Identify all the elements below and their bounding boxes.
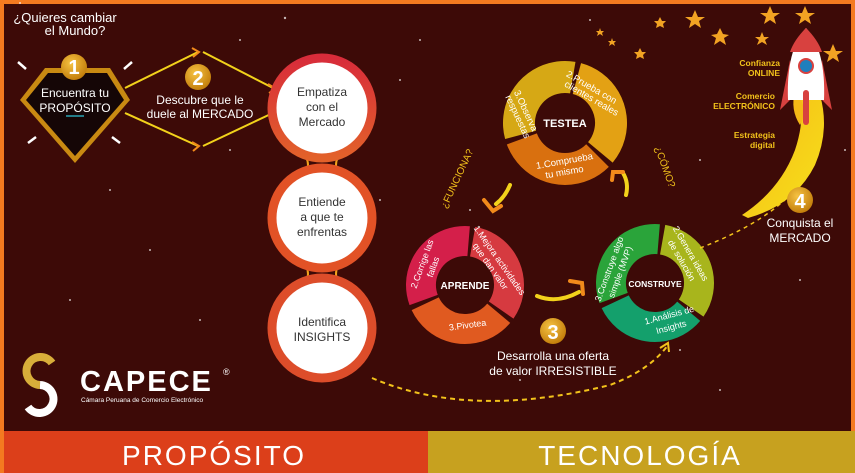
circle1-line2: con el (306, 100, 338, 114)
construye-label: CONSTRUYE (628, 279, 682, 289)
step3-badge (540, 318, 566, 344)
step3-line2: de valor IRRESISTIBLE (489, 364, 616, 378)
circle-entiende (267, 163, 377, 273)
circle3-line1: Identifica (298, 315, 346, 329)
step4-line1: Conquista el (767, 216, 834, 230)
step1-number: 1 (68, 57, 79, 79)
footer-tecnologia: TECNOLOGÍA (538, 440, 742, 471)
step4-number: 4 (794, 191, 806, 213)
ring-construye: CONSTRUYE 2.Genera ideas de solución 3.C… (593, 224, 714, 342)
background (4, 4, 851, 432)
circle2-line2: a que te (300, 210, 344, 224)
step2-number: 2 (192, 68, 203, 90)
rocket-illustration (742, 28, 832, 218)
circle1-line3: Mercado (299, 115, 346, 129)
rocket-label3-line2: digital (750, 140, 775, 150)
step4-line2: MERCADO (769, 231, 830, 245)
circle2-line1: Entiende (298, 195, 346, 209)
rocket-label3-line1: Estrategia (734, 130, 775, 140)
aprende-label: APRENDE (441, 281, 490, 292)
step3-line1: Desarrolla una oferta (497, 349, 609, 363)
step1-line2: PROPÓSITO (39, 100, 110, 115)
step1-badge (61, 54, 87, 80)
intro-line2: el Mundo? (45, 23, 106, 38)
sparkle-lines (17, 61, 133, 144)
intro-line1: ¿Quieres cambiar (13, 10, 117, 25)
ring-testea: TESTEA 2.Prueba con clientes reales 1.Co… (502, 61, 628, 185)
rocket-label2-line1: Comercio (736, 91, 775, 101)
step1-diamond: 1 Encuentra tu PROPÓSITO (17, 54, 133, 163)
circle-empatiza (267, 53, 377, 163)
step4-badge (787, 187, 813, 213)
footer-proposito: PROPÓSITO (122, 440, 306, 471)
step2-badge (185, 64, 211, 90)
stars-field (19, 2, 846, 391)
circle1-line1: Empatiza (297, 85, 347, 99)
rocket-label2-line2: ELECTRÓNICO (713, 100, 775, 111)
logo-name: CAPECE (80, 366, 213, 398)
rocket-label1-line1: Confianza (739, 58, 780, 68)
gold-stars (596, 6, 843, 62)
rocket-label1-line2: ONLINE (748, 68, 780, 78)
circle-identifica (267, 273, 377, 383)
circle2-line3: enfrentas (297, 225, 347, 239)
circle3-line2: INSIGHTS (294, 330, 351, 344)
dashed-path-3 (371, 344, 669, 402)
dashed-path-4 (699, 194, 791, 249)
logo-registered: ® (223, 367, 230, 377)
step3-number: 3 (547, 322, 558, 344)
step2-line1: Descubre que le (156, 93, 244, 107)
step1-line1: Encuentra tu (41, 86, 109, 100)
footer-right-bar (428, 431, 855, 473)
testea-label: TESTEA (543, 118, 586, 130)
capece-logo: CAPECE ® Cámara Peruana de Comercio Elec… (22, 353, 230, 417)
logo-subtitle: Cámara Peruana de Comercio Electrónico (81, 397, 203, 404)
dashed-arrowhead (659, 341, 670, 353)
circle-column: Empatiza con el Mercado Entiende a que t… (267, 53, 377, 383)
footer-left-bar (4, 431, 428, 473)
step2-line2: duele al MERCADO (147, 107, 254, 121)
cycle-arrows (482, 170, 629, 302)
